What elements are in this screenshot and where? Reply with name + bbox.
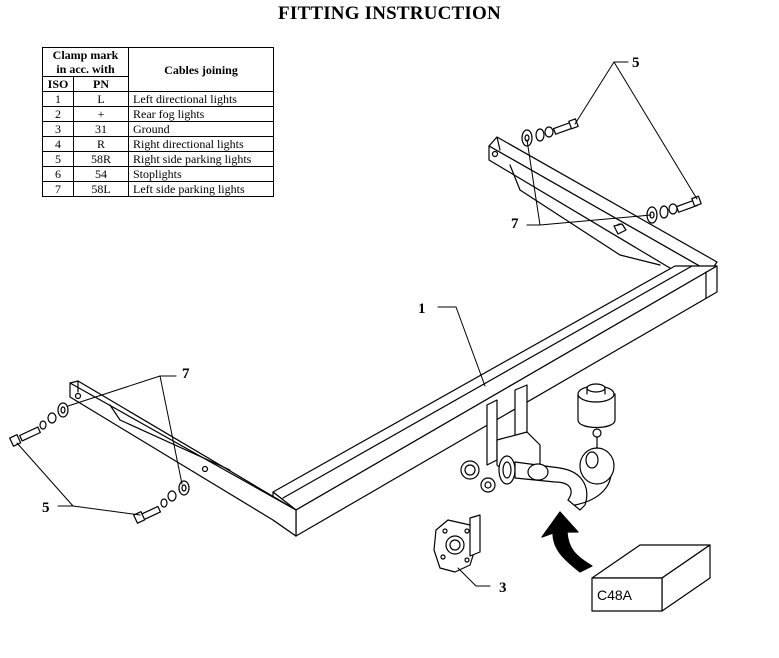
cable-cell: Rear fog lights [128, 106, 274, 122]
clamp-mark-header-line2: in acc. with [56, 62, 115, 76]
right-side-bracket [488, 136, 718, 281]
ball-cap [577, 383, 616, 438]
pn-header: PN [73, 76, 129, 92]
callout-label-1: 1 [418, 301, 426, 317]
cable-cell: Left side parking lights [128, 181, 274, 197]
curved-arrow-icon [541, 511, 593, 573]
callout-label-5-left: 5 [42, 500, 50, 516]
clamp-mark-header-line1: Clamp mark [52, 48, 119, 62]
callout-leaders [16, 61, 698, 587]
bolt-set-right-upper [521, 118, 579, 147]
callout-label-3: 3 [499, 580, 507, 596]
cable-cell: Right side parking lights [128, 151, 274, 167]
ball-mount-assembly [460, 384, 615, 511]
bolt-set-left-upper [9, 402, 69, 447]
left-side-bracket [69, 380, 297, 537]
callout-label-7-left: 7 [182, 366, 190, 382]
socket-plate [433, 514, 481, 573]
kit-box-label: C48A [597, 587, 633, 603]
callout-label-7-right: 7 [511, 216, 519, 232]
kit-box [591, 544, 711, 612]
table-row: 2+Rear fog lights [42, 106, 274, 122]
clamp-mark-header: Clamp mark in acc. with [42, 47, 129, 77]
bolt-set-left-lower [133, 480, 190, 524]
cable-cell: Right directional lights [128, 136, 274, 152]
pn-cell: 58R [73, 151, 129, 167]
iso-cell: 7 [42, 181, 74, 197]
callout-label-5-top: 5 [632, 55, 640, 71]
cable-connection-table: Clamp mark in acc. with Cables joining I… [42, 47, 274, 197]
page-title: FITTING INSTRUCTION [278, 3, 501, 24]
